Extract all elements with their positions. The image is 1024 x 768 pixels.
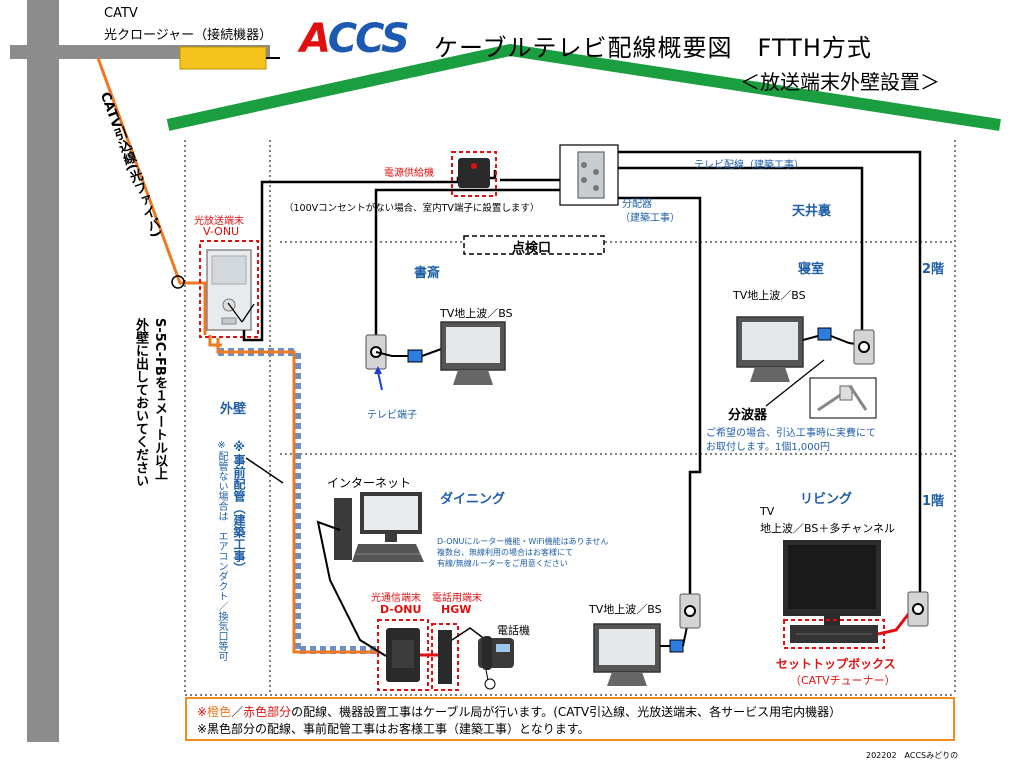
page-subtitle: ＜放送端末外壁設置＞ — [740, 70, 940, 94]
floor1-label: 1階 — [922, 494, 945, 509]
dining-label: ダイニング — [440, 492, 506, 507]
floor2-label: 2階 — [922, 262, 945, 277]
v-onu-redbox — [199, 240, 259, 338]
roof — [166, 43, 1001, 131]
lan-cable — [316, 520, 387, 657]
power-supply-redbox — [451, 151, 497, 197]
inspection-hatch — [463, 235, 605, 255]
splitter-note-2: お取付します。1個1,000円 — [706, 442, 830, 453]
stb-label-1: セットトップボックス — [776, 657, 896, 671]
internet-label: インターネット — [327, 476, 412, 490]
living-label: リビング — [800, 492, 853, 507]
preconduit-note-2: ※配管ない場合は エアコンダクト／換気口等可 — [216, 440, 227, 661]
outer-wall-label: 外壁 — [220, 402, 247, 417]
inspection-label: 点検口 — [512, 241, 552, 256]
v-onu-title-2: V-ONU — [203, 225, 240, 238]
v-onu-title-1: 光放送端末 — [194, 216, 244, 227]
house-outline — [184, 140, 956, 696]
tv-outlet-label: テレビ端子 — [367, 410, 417, 421]
s5c-note-1: S-5C-FBを１メートル以上 — [152, 318, 167, 480]
study-label: 書斎 — [414, 266, 441, 281]
power-supply-device — [458, 158, 490, 188]
note-line-1: ※橙色／赤色部分の配線、機器設置工事はケーブル局が行います。(CATV引込線、光… — [197, 705, 842, 719]
tv-living-label-1: TV — [760, 505, 775, 518]
note-orange: 橙色 — [207, 705, 232, 719]
router-note-3: 有線/無線ルーターをご用意ください — [437, 559, 568, 568]
desktop-pc — [334, 492, 424, 562]
fiber-dropline — [96, 57, 207, 335]
fiber-indoor — [216, 338, 380, 654]
tv-living — [783, 540, 881, 626]
splitter-note-1: ご希望の場合、引込工事時に実費にて — [706, 428, 876, 439]
logo-rest: CCS — [327, 16, 410, 62]
d-onu-label-1: 光通信端末 — [371, 593, 421, 604]
power-note: （100Vコンセントがない場合、室内TV端子に設置します） — [284, 203, 540, 214]
note-red: 赤色部分 — [243, 705, 292, 719]
preconduit-note-1: ※事前配管（建築工事） — [232, 440, 246, 574]
tv-dining — [593, 623, 661, 686]
tv-living-label-2: 地上波／BS＋多チャンネル — [760, 522, 896, 535]
tv-study-label: TV地上波／BS — [440, 307, 513, 320]
s5c-note-2: 外壁に出しておいてください — [133, 318, 148, 487]
splitter-label: 分波器 — [728, 408, 768, 423]
notes-box: ※橙色／赤色部分の配線、機器設置工事はケーブル局が行います。(CATV引込線、光… — [185, 697, 955, 741]
tv-study — [440, 321, 506, 385]
tv-wiring-label: テレビ配線（建築工事） — [694, 160, 804, 171]
catv-label: CATV — [104, 6, 138, 21]
optical-closure — [179, 46, 267, 70]
d-onu-label-2: D-ONU — [380, 603, 422, 616]
hgw-label-2: HGW — [441, 603, 472, 616]
main-splitter-label-2: （建築工事） — [620, 213, 680, 224]
logo-a: A — [300, 16, 330, 62]
power-supply-label: 電源供給機 — [384, 168, 434, 179]
stb-label-2: （CATVチューナー） — [790, 674, 896, 687]
utility-pole — [27, 0, 59, 742]
hgw-device — [438, 630, 452, 684]
telephone — [478, 636, 514, 690]
closure-label: 光クロージャー（接続機器） — [104, 28, 273, 43]
attic-label: 天井裏 — [792, 204, 832, 219]
main-splitter — [577, 151, 605, 199]
hgw-redbox — [431, 623, 459, 691]
main-splitter-label-1: 分配器 — [622, 199, 652, 210]
page-title: ケーブルテレビ配線概要図 FTTH方式 — [434, 34, 872, 62]
accs-logo: ACCS — [300, 16, 410, 62]
footer-credit: 202202 ACCSみどりの — [866, 751, 959, 760]
tv-dining-label: TV地上波／BS — [589, 603, 662, 616]
hgw-label-1: 電話用端末 — [432, 593, 482, 604]
tv-bedroom — [736, 316, 804, 382]
phone-label: 電話機 — [497, 624, 530, 637]
router-note-1: D-ONUにルーター機能・WiFi機能はありません — [437, 537, 609, 546]
tv-bedroom-label: TV地上波／BS — [733, 289, 806, 302]
note-line-2: ※黒色部分の配線、事前配管工事はお客様工事（建築工事）となります。 — [197, 722, 590, 736]
router-note-2: 複数台、無線利用の場合はお客様にて — [437, 548, 573, 557]
bedroom-label: 寝室 — [798, 262, 825, 277]
